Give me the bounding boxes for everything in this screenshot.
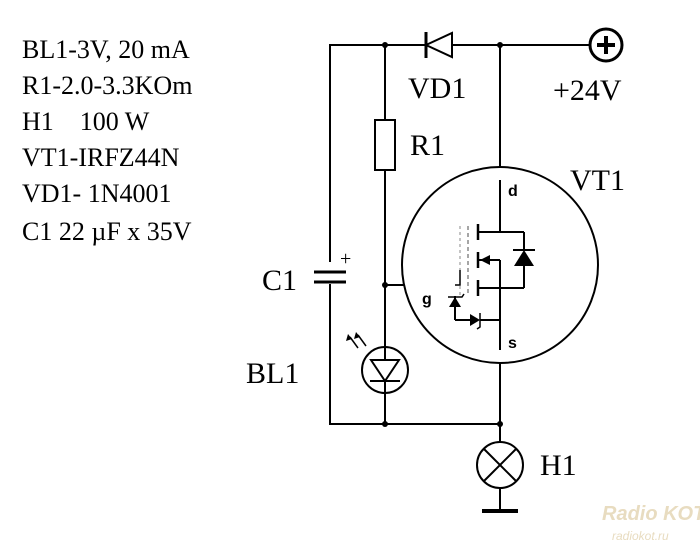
label-drain: d (508, 183, 518, 200)
label-supply: +24V (553, 74, 622, 107)
watermark-logo: Radio KOT (602, 503, 700, 525)
label-h1: H1 (540, 449, 577, 482)
label-vt1: VT1 (570, 164, 625, 197)
label-vd1: VD1 (408, 72, 466, 105)
diode-icon (423, 31, 453, 59)
junction-top (382, 42, 388, 48)
lamp-icon (476, 441, 524, 489)
resistor-icon (374, 119, 396, 171)
photodiode-icon (346, 332, 409, 394)
label-source: s (508, 335, 517, 352)
capacitor-icon (314, 270, 346, 284)
wire-top (329, 44, 426, 262)
watermark-url: radiokot.ru (612, 529, 669, 543)
label-gate: g (422, 291, 432, 308)
label-r1: R1 (410, 129, 445, 162)
label-c1: C1 (262, 264, 297, 297)
spec-c1: C1 22 µF x 35V (22, 217, 192, 246)
plus-circle-icon (588, 27, 624, 63)
junction-bottom-right (497, 421, 503, 427)
spec-r1: R1-2.0-3.3KOm (22, 71, 192, 100)
spec-h1: H1 100 W (22, 107, 150, 136)
watermark: Radio KOT radiokot.ru (602, 503, 700, 543)
junction-gate (382, 282, 388, 288)
junction-top-drain (497, 42, 503, 48)
wire-c1-bottom (329, 284, 500, 425)
spec-list: BL1-3V, 20 mA R1-2.0-3.3KOm H1 100 W VT1… (22, 35, 192, 246)
label-bl1: BL1 (246, 357, 299, 390)
spec-bl1: BL1-3V, 20 mA (22, 35, 190, 64)
label-c1-plus: + (340, 248, 351, 270)
spec-vt1: VT1-IRFZ44N (22, 143, 180, 172)
mosfet-icon (401, 166, 599, 364)
junction-bottom-mid (382, 421, 388, 427)
spec-vd1: VD1- 1N4001 (22, 179, 172, 208)
